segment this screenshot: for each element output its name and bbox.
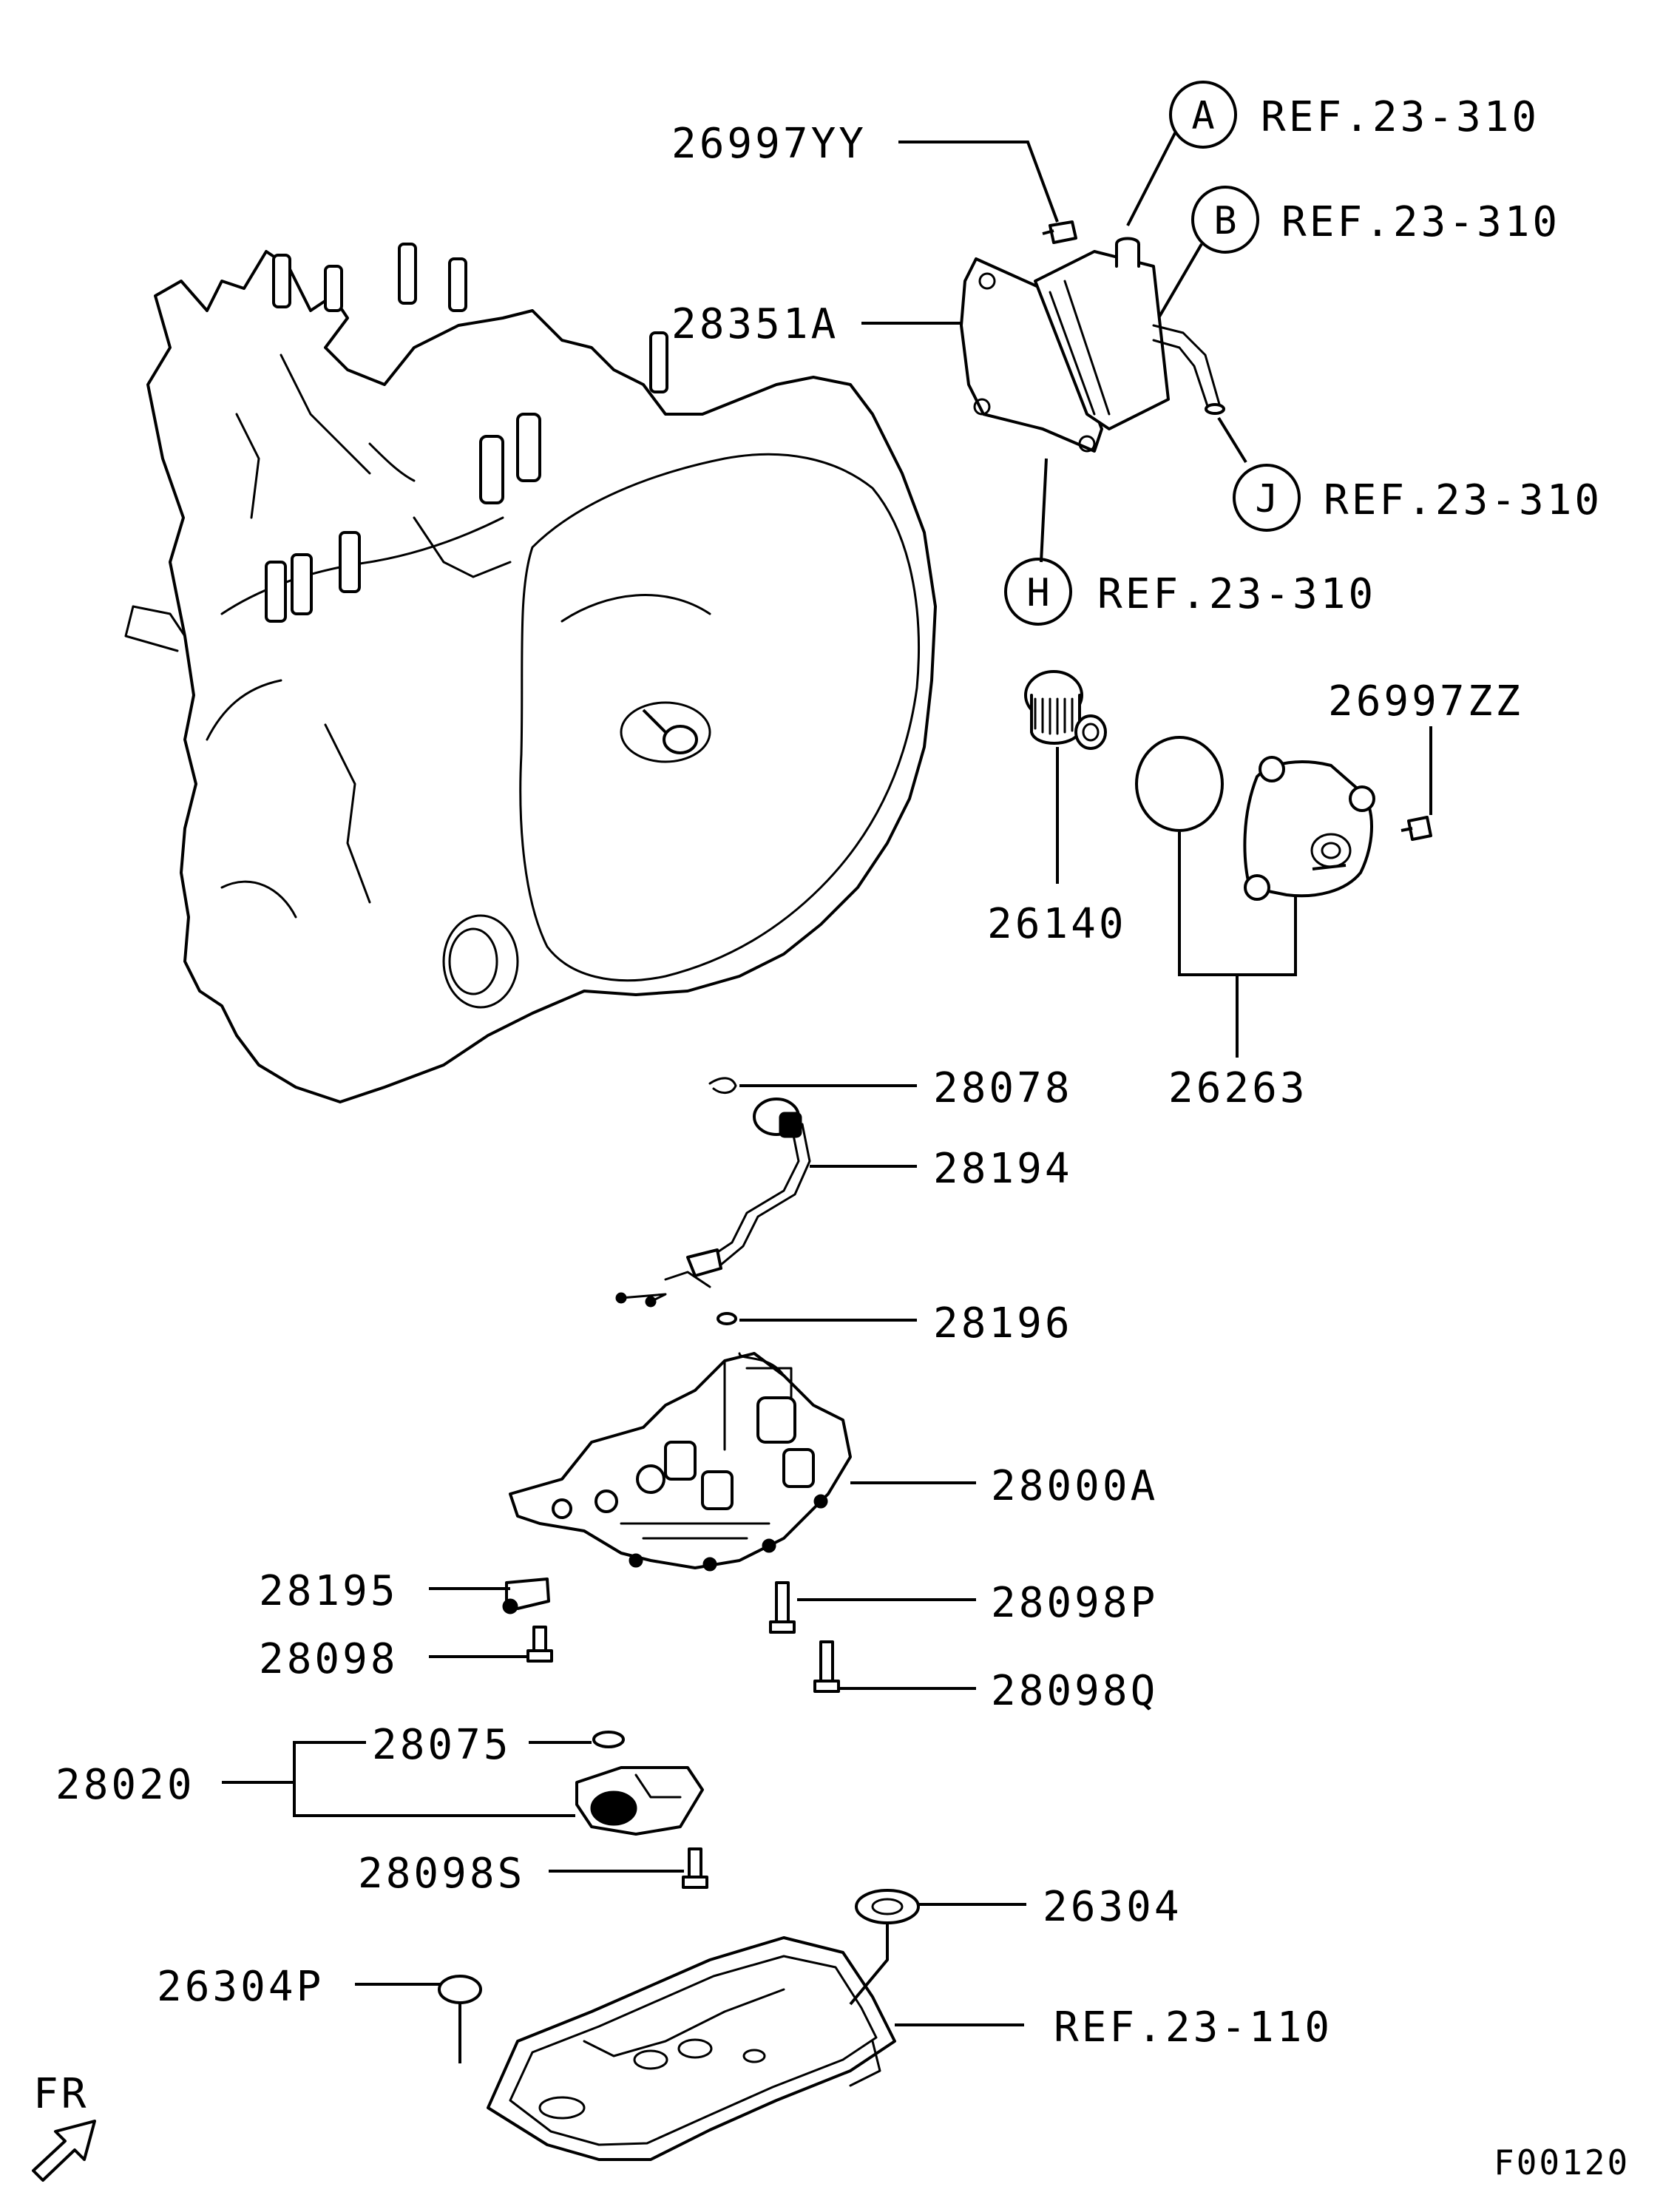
ref-label: REF.23-310 bbox=[1097, 570, 1376, 618]
ref-circle-b bbox=[1191, 186, 1259, 254]
front-arrow-icon bbox=[32, 2120, 96, 2182]
strainer-o-ring bbox=[592, 1731, 625, 1748]
valve-body bbox=[509, 1352, 852, 1572]
ref-letter: J bbox=[1255, 477, 1278, 521]
ref-circle-j bbox=[1233, 464, 1301, 532]
part-labels: 26997YY 28351A 26997ZZ 26140 26263 28078… bbox=[55, 120, 1523, 2052]
ref-circles bbox=[1004, 81, 1301, 626]
front-direction-indicator: FR bbox=[32, 2070, 96, 2182]
ref-letter: B bbox=[1213, 199, 1236, 243]
filter-cover bbox=[1243, 756, 1432, 901]
ref-labels: A REF.23-310 B REF.23-310 J REF.23-310 H… bbox=[1026, 93, 1602, 618]
part-label: 28020 bbox=[55, 1761, 195, 1809]
part-label: 28351A bbox=[671, 300, 839, 348]
part-label: 28195 bbox=[259, 1567, 399, 1615]
bracket bbox=[505, 1578, 550, 1610]
part-label: 28196 bbox=[933, 1299, 1073, 1347]
part-label: 28098S bbox=[358, 1850, 525, 1898]
bolt-28098s bbox=[682, 1847, 708, 1889]
strainer bbox=[575, 1766, 704, 1836]
part-label: 26304 bbox=[1043, 1883, 1182, 1931]
ref-letter: H bbox=[1026, 571, 1049, 615]
part-label: 28075 bbox=[372, 1721, 512, 1769]
part-label: 26140 bbox=[987, 900, 1127, 948]
bolt-28098p bbox=[769, 1581, 796, 1634]
leader-lines bbox=[222, 131, 1432, 2063]
o-ring bbox=[1135, 736, 1224, 832]
part-label: REF.23-110 bbox=[1054, 2003, 1332, 2052]
ref-label: REF.23-310 bbox=[1261, 93, 1540, 141]
part-label: 28194 bbox=[933, 1145, 1073, 1193]
drain-plug bbox=[438, 1975, 482, 2004]
part-label: 26997ZZ bbox=[1328, 677, 1523, 726]
part-label: 28078 bbox=[933, 1064, 1073, 1112]
bolt-28098q bbox=[813, 1640, 840, 1693]
small-o-ring bbox=[717, 1312, 737, 1325]
oil-pan bbox=[487, 1936, 896, 2161]
oil-cooler bbox=[960, 220, 1225, 453]
direction-label: FR bbox=[33, 2070, 89, 2118]
wire-harness bbox=[615, 1098, 811, 1308]
part-label: 26263 bbox=[1168, 1064, 1308, 1112]
bolt-28098 bbox=[526, 1626, 553, 1663]
part-label: 28098P bbox=[991, 1579, 1158, 1627]
transmission-housing bbox=[124, 243, 937, 1103]
part-label: 28000A bbox=[991, 1462, 1158, 1510]
ref-label: REF.23-310 bbox=[1281, 198, 1560, 246]
ref-circle-h bbox=[1004, 558, 1072, 626]
part-label: 26997YY bbox=[671, 120, 867, 168]
part-label: 28098 bbox=[259, 1635, 399, 1683]
part-label: 26304P bbox=[157, 1963, 324, 2011]
clip bbox=[708, 1077, 737, 1094]
ref-label: REF.23-310 bbox=[1324, 476, 1602, 524]
oil-filter bbox=[1024, 670, 1107, 750]
drain-washer bbox=[855, 1889, 920, 1924]
ref-letter: A bbox=[1191, 94, 1214, 138]
part-label: 28098Q bbox=[991, 1667, 1158, 1715]
figure-code: F00120 bbox=[1494, 2143, 1630, 2182]
ref-circle-a bbox=[1169, 81, 1237, 149]
